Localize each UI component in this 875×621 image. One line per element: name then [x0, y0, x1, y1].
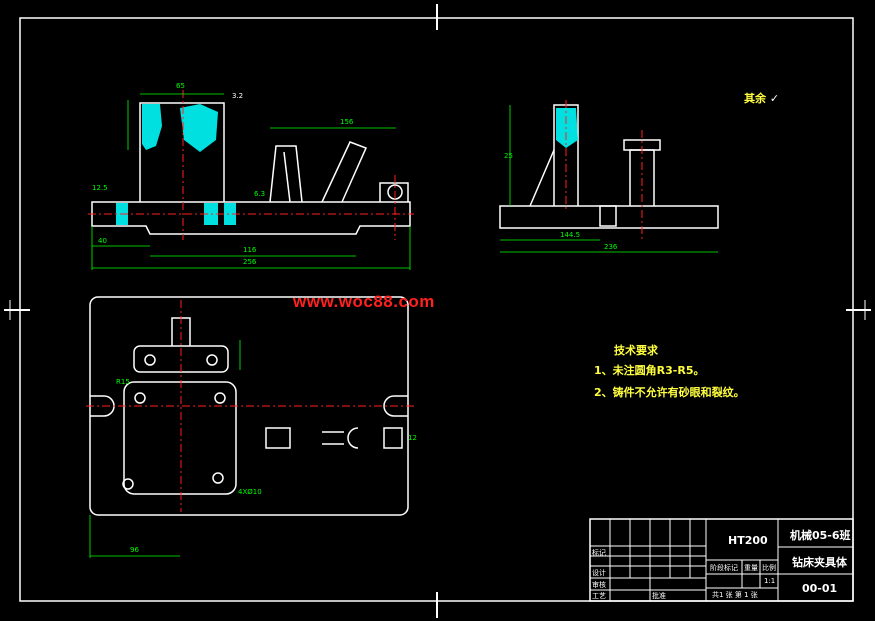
drawing-no-cell: 00-01	[802, 582, 838, 595]
dim-label: 3.2	[232, 92, 244, 100]
dim-label: 12	[408, 434, 417, 442]
dim-label: R15	[116, 378, 130, 386]
design-label: 设计	[592, 569, 606, 577]
roughness-note: 其余 ✓	[744, 90, 779, 106]
dim-label: 156	[340, 118, 354, 126]
weight-label: 重量	[744, 564, 758, 572]
top-view	[86, 296, 414, 558]
dim-label: 116	[243, 246, 257, 254]
dim-label: 40	[98, 237, 107, 245]
tech-req-item-1: 1、未注圆角R3-R5。	[594, 364, 705, 377]
check-label: 审核	[592, 581, 606, 589]
stage-label: 阶段标记	[710, 564, 738, 572]
scale-cell: 1:1	[764, 577, 776, 585]
roughness-label: 其余	[744, 92, 766, 105]
mark-label: 标记	[592, 549, 606, 557]
side-view	[499, 100, 719, 253]
material-cell: HT200	[728, 534, 768, 547]
part-name-cell: 钻床夹具体	[792, 556, 847, 569]
dim-label: 6.3	[254, 190, 266, 198]
dim-label: 144.5	[560, 231, 581, 239]
roughness-check-icon: ✓	[769, 92, 780, 105]
dim-label: 12.5	[92, 184, 108, 192]
dim-label: 256	[243, 258, 257, 266]
dim-label: 4XØ10	[238, 488, 262, 496]
approve-label: 批准	[652, 592, 666, 600]
sheet-frame	[4, 4, 871, 618]
dim-label: 96	[130, 546, 139, 554]
sheet-label: 共1 张 第 1 张	[712, 591, 758, 599]
class-cell: 机械05-6班	[790, 529, 851, 542]
dim-label: 65	[176, 82, 185, 90]
tech-req-item-2: 2、铸件不允许有砂眼和裂纹。	[594, 386, 745, 399]
dim-label: 236	[604, 243, 618, 251]
title-block	[589, 518, 854, 602]
craft-label: 工艺	[592, 592, 606, 600]
tech-req-title: 技术要求	[614, 344, 658, 357]
watermark-text: www.woc88.com	[293, 292, 435, 311]
ratio-label: 比例	[762, 564, 776, 572]
dim-label: 25	[504, 152, 513, 160]
front-view	[88, 90, 414, 270]
